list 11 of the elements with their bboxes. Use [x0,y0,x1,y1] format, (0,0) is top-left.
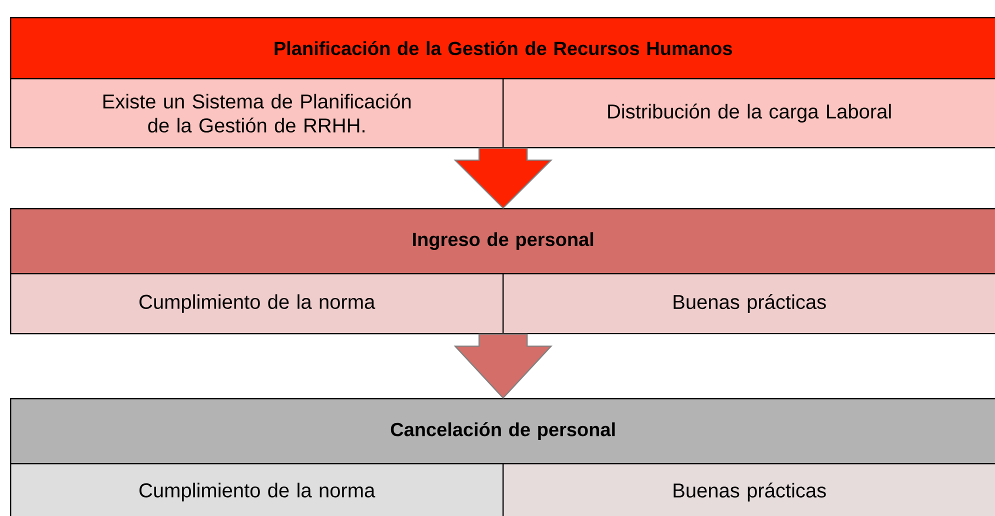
table-cell: Cumplimiento de la norma [10,462,504,516]
table-cell: Buenas prácticas [502,273,995,334]
table-cell: Distribución de la carga Laboral [502,78,995,148]
section-header: Ingreso de personal [10,208,995,274]
table-cell: Cumplimiento de la norma [10,273,504,334]
block-arrow [454,148,553,209]
section-header: Cancelación de personal [10,398,995,464]
table-cell: Existe un Sistema de Planificación de la Gestión de RRHH. [10,78,504,148]
section-header: Planificación de la Gestión de Recursos Humanos [10,17,995,80]
table-cell: Buenas prácticas [502,462,995,516]
block-arrow [454,334,552,399]
